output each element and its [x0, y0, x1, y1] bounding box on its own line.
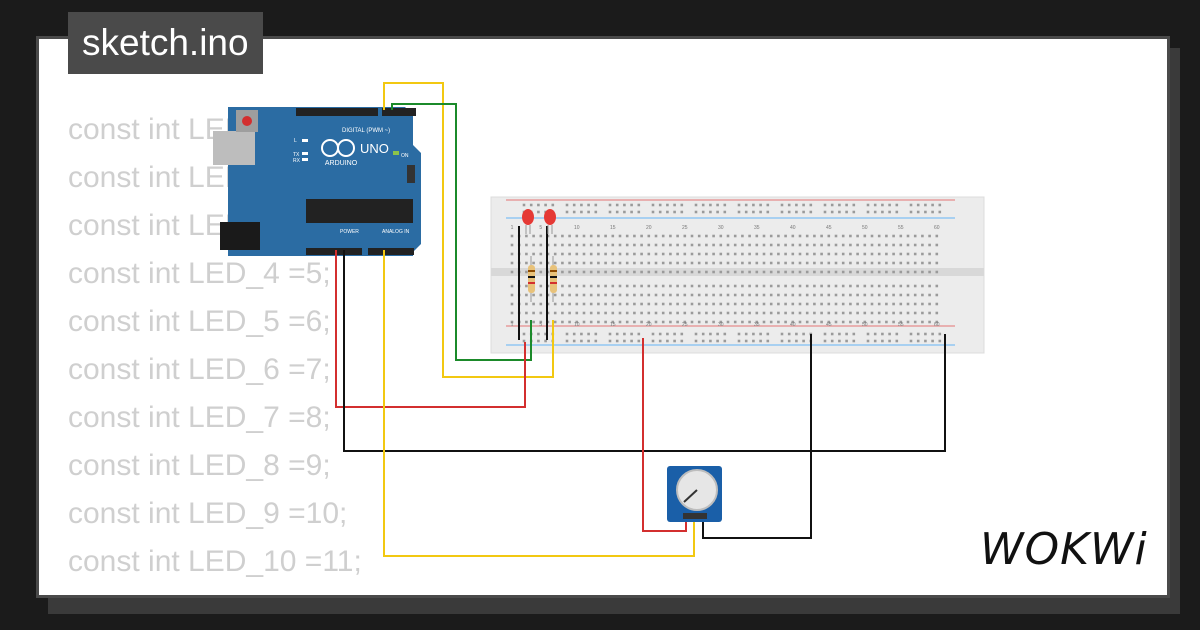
wire-yellow-a0: [383, 250, 695, 557]
code-line: const int LED_10 =11;: [68, 545, 362, 578]
power-jack: [220, 222, 260, 250]
digital-header-high[interactable]: [382, 108, 416, 116]
wires: [335, 82, 946, 557]
column-number: 5: [539, 225, 542, 231]
code-line: const int LED_4 =5;: [68, 257, 331, 290]
column-number: 45: [826, 322, 832, 328]
tx-label: TX: [293, 152, 300, 158]
column-number: 40: [790, 225, 796, 231]
column-number: 25: [682, 322, 688, 328]
column-number: 10: [574, 322, 580, 328]
code-line: const int LED_9 =10;: [68, 497, 348, 530]
code-line: const int LED_6 =7;: [68, 353, 331, 386]
column-number: 15: [610, 225, 616, 231]
wire-red-5v: [335, 250, 526, 408]
column-number: 60: [934, 322, 940, 328]
code-line: const int LED_7 =8;: [68, 401, 331, 434]
column-number: 40: [790, 322, 796, 328]
column-number: 35: [754, 225, 760, 231]
column-number: 15: [610, 322, 616, 328]
column-number: 20: [646, 322, 652, 328]
resistor-1[interactable]: [528, 256, 535, 302]
arduino-brand: ARDUINO: [325, 160, 358, 167]
code-line: const int LED_11 =12;: [68, 586, 362, 595]
column-number: 30: [718, 225, 724, 231]
column-number: 5: [539, 322, 542, 328]
power-label: POWER: [340, 229, 359, 235]
column-number: 30: [718, 322, 724, 328]
project-filename: sketch.ino: [68, 12, 263, 74]
led-1[interactable]: [522, 209, 534, 234]
digital-label: DIGITAL (PWM ~): [342, 128, 390, 134]
breadboard[interactable]: 1155101015152020252530303535404045455050…: [490, 196, 985, 354]
column-number: 35: [754, 322, 760, 328]
column-number: 10: [574, 225, 580, 231]
led-2[interactable]: [544, 209, 556, 234]
power-header[interactable]: [306, 248, 362, 255]
resistor-2[interactable]: [550, 256, 557, 302]
column-number: 50: [862, 322, 868, 328]
column-number: 20: [646, 225, 652, 231]
logo-text: WOKWi: [980, 524, 1148, 575]
l-led-label: L: [294, 138, 297, 144]
analog-label: ANALOG IN: [382, 229, 410, 235]
wire-green-led: [391, 103, 532, 361]
wire-black-gnd: [343, 250, 946, 452]
column-number: 50: [862, 225, 868, 231]
column-number: 25: [682, 225, 688, 231]
uno-label: UNO: [360, 141, 389, 156]
breadboard-column-numbers: 1155101015152020252530303535404045455050…: [511, 225, 940, 328]
usb-port: [213, 131, 255, 165]
column-number: 1: [511, 225, 514, 231]
rx-label: RX: [293, 158, 301, 164]
arduino-uno-board[interactable]: ARDUINO UNO DIGITAL (PWM ~) POWER ANALOG…: [213, 107, 421, 256]
code-line: const int LED_8 =9;: [68, 449, 331, 482]
code-line: const int LED_5 =6;: [68, 305, 331, 338]
wire-black-pot: [702, 334, 812, 539]
column-number: 55: [898, 322, 904, 328]
wokwi-logo: WOKWi: [980, 524, 1148, 575]
wire-red-pot: [642, 338, 687, 532]
column-number: 45: [826, 225, 832, 231]
column-number: 55: [898, 225, 904, 231]
digital-header-low[interactable]: [296, 108, 378, 116]
on-led-label: ON: [401, 153, 409, 159]
microcontroller-chip: [306, 199, 413, 223]
column-number: 60: [934, 225, 940, 231]
wire-yellow-led: [383, 82, 554, 378]
analog-header[interactable]: [368, 248, 414, 255]
potentiometer[interactable]: [667, 466, 722, 522]
column-number: 1: [511, 322, 514, 328]
